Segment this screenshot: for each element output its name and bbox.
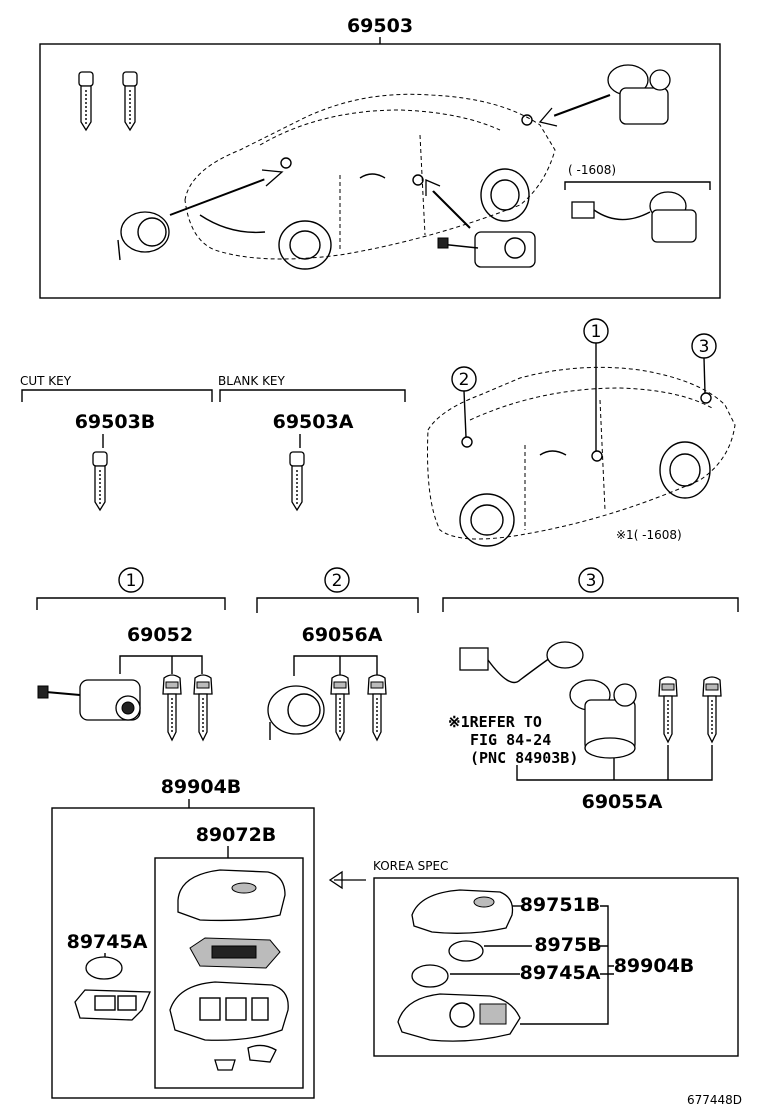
svg-text:1: 1 [126,571,137,591]
top-pointer-arrows [169,94,611,229]
group3-leaders [516,745,713,781]
top-trunk-harness [571,191,697,243]
group2-leaders [293,655,378,676]
top-assembly-frame [39,43,721,299]
callout-marker-3: 3 [691,333,717,394]
figure-id: 677448D [687,1093,742,1107]
korea-leaders [520,905,614,1025]
remote-cover [177,869,286,922]
car-range-note: ※1( -1608) [616,528,682,542]
refer-line-2: FIG 84-24 [470,731,551,749]
callout-marker-1: 1 [583,318,609,451]
cut-key-heading: CUT KEY [20,374,72,388]
group1-key-b [193,674,213,741]
top-keys [78,71,138,131]
battery-left-icon [85,956,123,980]
blank-key-bracket [219,389,406,402]
group3-key-b [702,676,722,743]
svg-text:3: 3 [586,571,597,591]
korea-spec-heading: KOREA SPEC [373,859,448,873]
top-car-outline [184,93,556,270]
group3-part-number: 69055A [582,791,663,813]
group3-trunk-cylinder [569,679,637,759]
battery-left-number: 89745A [67,931,148,953]
callout-marker-2: 2 [451,366,477,438]
remote-circuit-board [189,937,281,969]
korea-cover-number: 89751B [520,894,601,916]
group2-part-number: 69056A [302,624,383,646]
remote-base [169,981,289,1041]
group2-bracket [256,597,419,613]
top-range-note: ( -1608) [568,163,616,177]
korea-cover [411,889,514,934]
svg-text:2: 2 [459,370,470,390]
remote-assembly-frame [51,807,315,1099]
top-trunk-cylinder [607,64,671,125]
top-range-bracket [564,181,711,190]
cut-key-icon [92,451,108,511]
remote-case-frame [154,857,304,1089]
korea-battery-icon [411,964,449,988]
korea-base [397,993,521,1042]
remote-gasket [74,989,151,1021]
group3-marker: 3 [578,567,604,593]
refer-line-1: ※1REFER TO [448,713,542,731]
top-door-cylinder [117,211,170,261]
group2-key-a [330,674,350,741]
cut-key-part-number: 69503B [75,411,156,433]
blank-key-heading: BLANK KEY [218,374,286,388]
remote-assembly-number: 89904B [161,776,242,798]
group2-key-b [367,674,387,741]
korea-spec-frame [373,877,739,1057]
group1-key-a [162,674,182,741]
group1-marker: 1 [118,567,144,593]
callout-car-outline [427,366,736,547]
cut-key-bracket [21,389,213,402]
blank-key-part-number: 69503A [273,411,354,433]
remote-case-number: 89072B [196,824,277,846]
korea-battery-number: 89745A [520,962,601,984]
korea-sheet-number: 8975B [534,934,601,956]
korea-arrow-icon [328,870,366,890]
svg-text:2: 2 [332,571,343,591]
remote-small-parts [214,1044,277,1071]
svg-text:3: 3 [699,337,710,357]
group1-leaders [119,655,203,674]
group1-part-number: 69052 [127,624,193,646]
group3-harness [459,641,584,684]
refer-line-3: (PNC 84903B) [470,749,578,767]
korea-assembly-number: 89904B [614,955,695,977]
group2-door-cylinder [267,685,325,740]
top-ignition-unit [437,231,536,268]
group3-bracket [442,597,739,612]
svg-text:1: 1 [591,322,602,342]
group1-ignition-cylinder [37,679,141,721]
blank-key-icon [289,451,305,511]
group3-key-a [658,676,678,743]
group1-bracket [36,597,226,610]
group2-marker: 2 [324,567,350,593]
top-assembly-number: 69503 [347,15,413,37]
korea-sheet-icon [448,940,484,962]
